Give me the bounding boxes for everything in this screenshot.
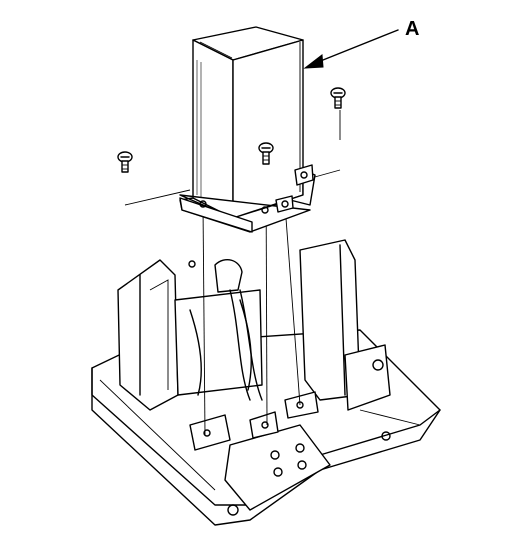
callout-arrow — [303, 29, 399, 69]
screw-left — [117, 151, 133, 173]
box-cover-part-a — [179, 26, 316, 233]
screw-right — [330, 87, 346, 109]
mounting-base — [91, 239, 441, 526]
screw-center — [258, 142, 274, 165]
alignment-lines — [124, 110, 341, 436]
callout-label-a: A — [405, 18, 420, 40]
